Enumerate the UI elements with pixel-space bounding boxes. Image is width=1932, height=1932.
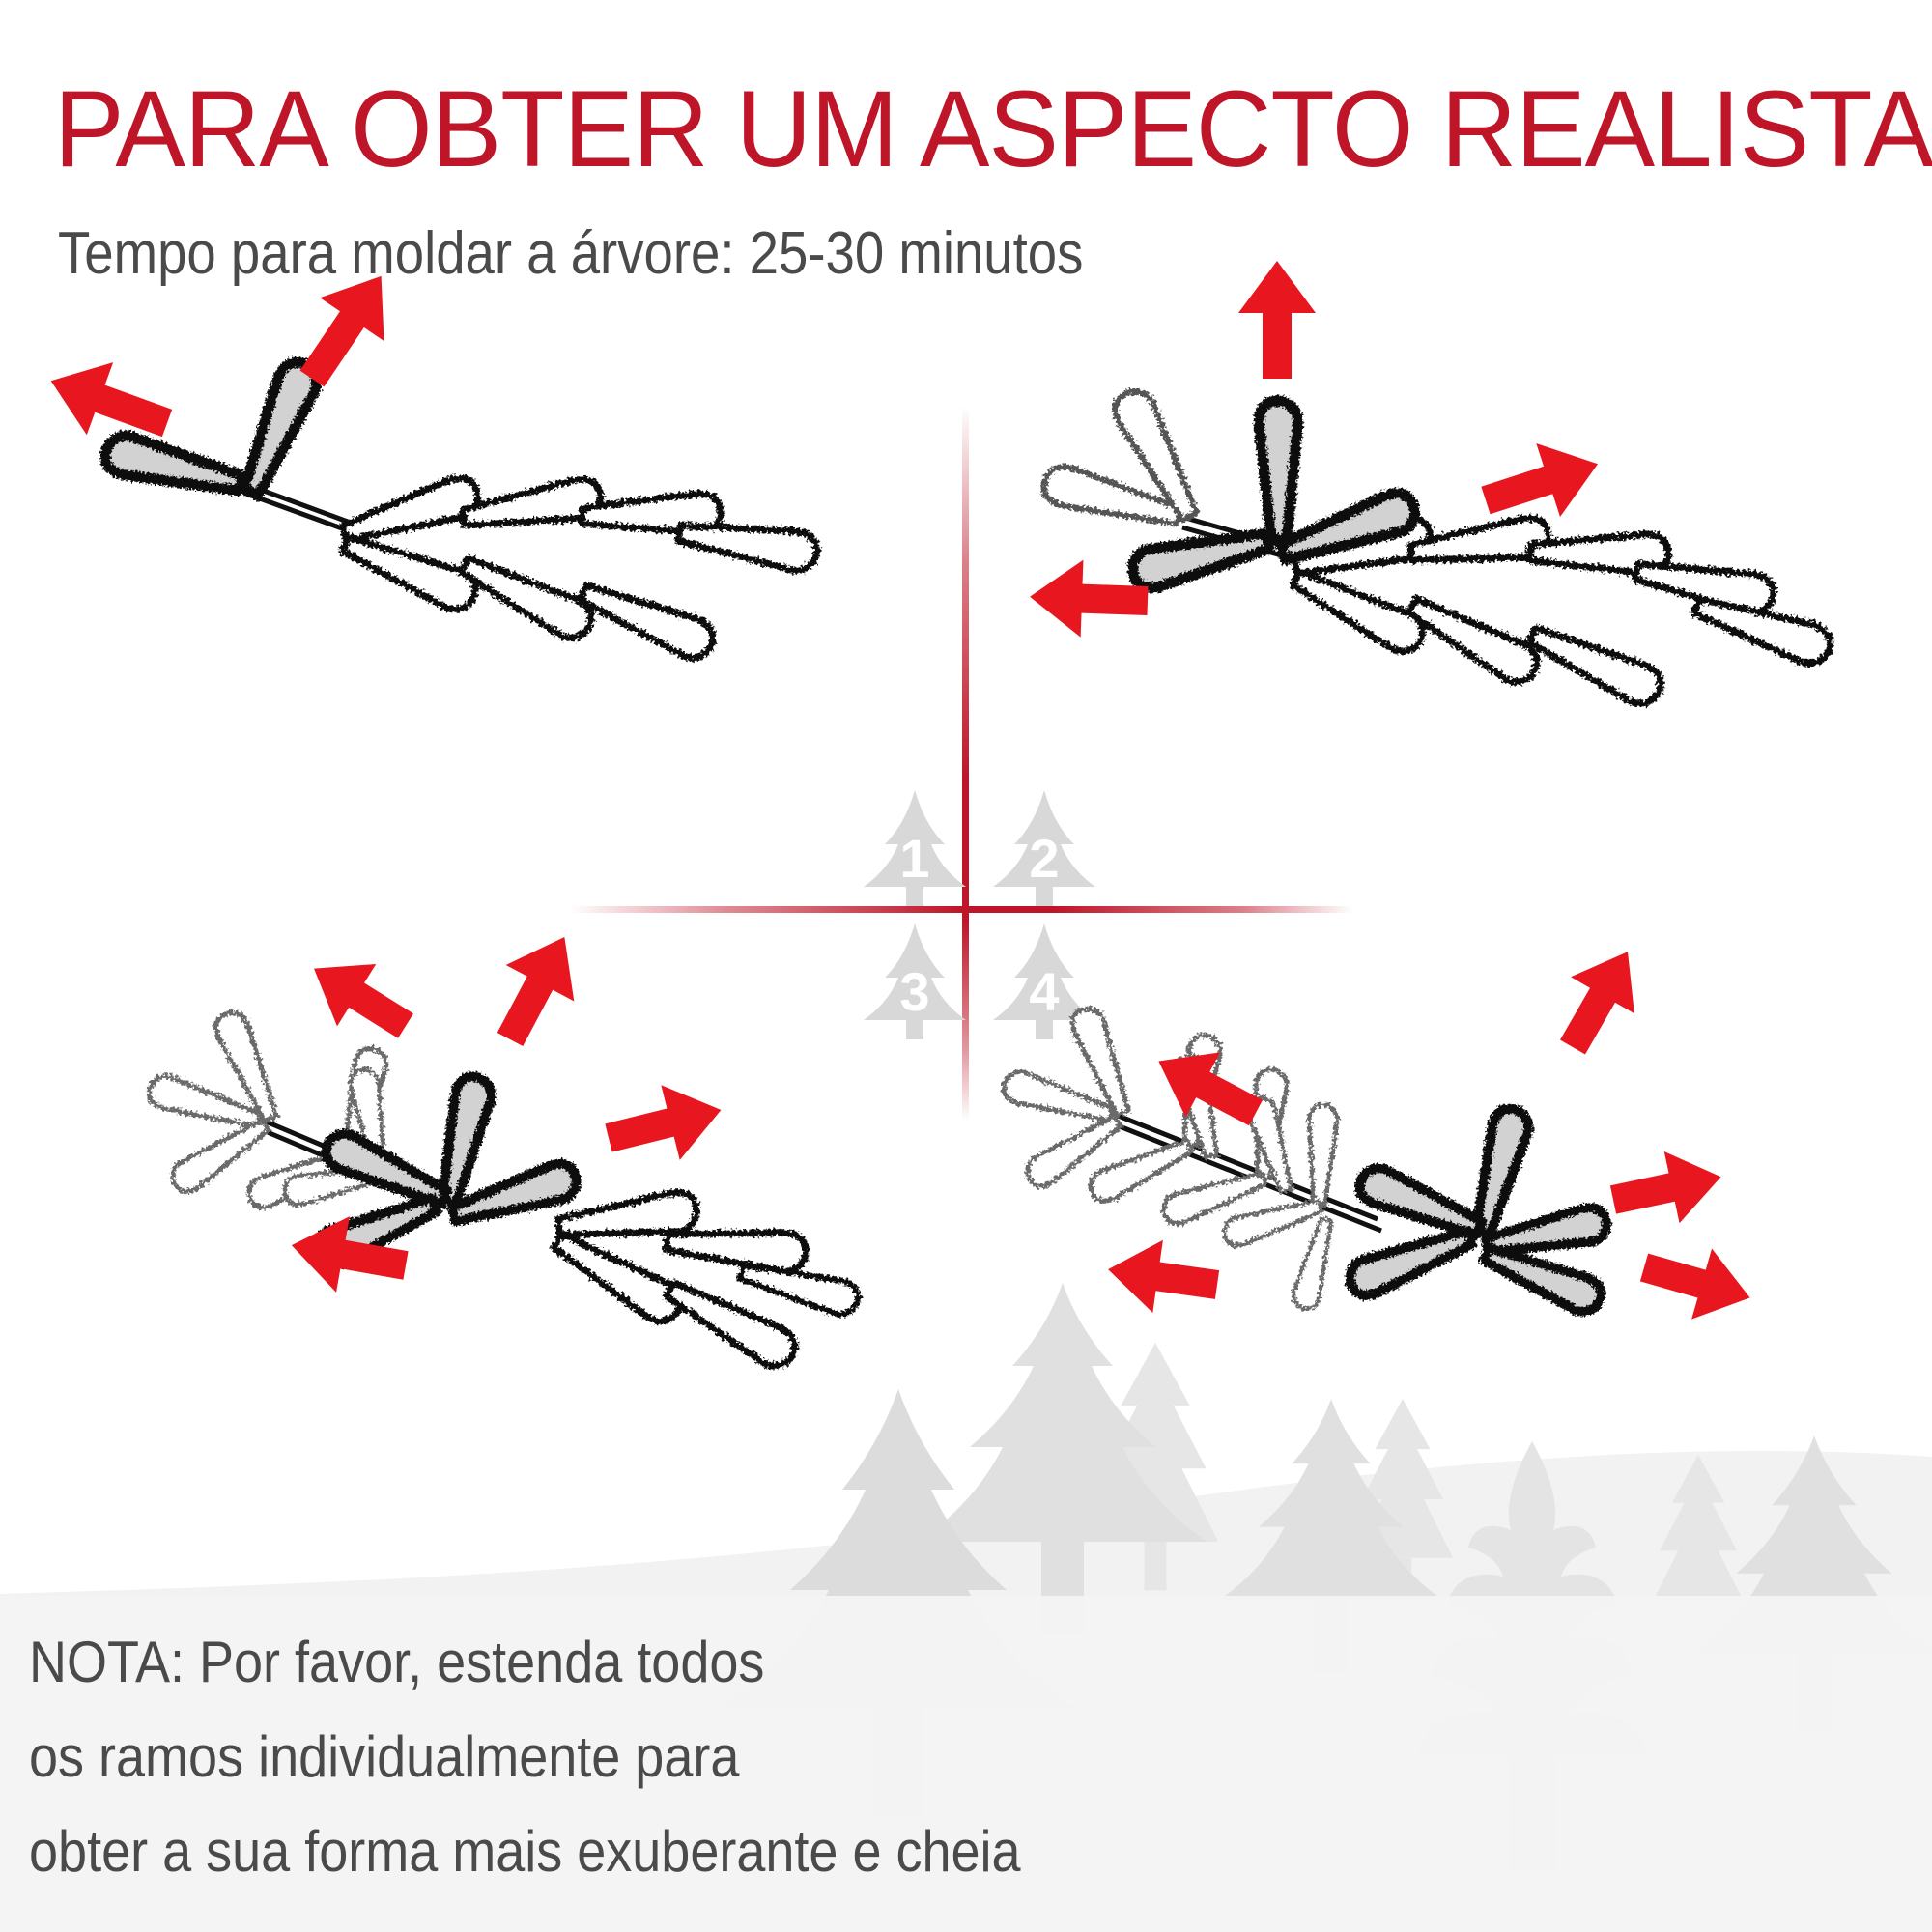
page-subtitle: Tempo para moldar a árvore: 25-30 minuto… bbox=[58, 220, 1084, 287]
arrow-up-left bbox=[314, 963, 413, 1038]
arrow-group bbox=[1030, 261, 1599, 638]
tree-marker-icon bbox=[993, 790, 1095, 906]
arrow-right bbox=[1609, 1151, 1721, 1224]
arrow-up bbox=[1238, 261, 1316, 379]
branch-cluster-inactive bbox=[551, 1191, 862, 1374]
branch-cluster-inactive bbox=[338, 474, 820, 665]
note-line-1: NOTA: Por favor, estenda todos bbox=[29, 1630, 765, 1694]
arrow-right bbox=[1481, 442, 1599, 518]
header: PARA OBTER UM ASPECTO REALISTA Tempo par… bbox=[0, 0, 1932, 309]
page-title: PARA OBTER UM ASPECTO REALISTA bbox=[54, 69, 1932, 189]
step-3-illustration bbox=[145, 937, 889, 1478]
arrow-up-right bbox=[497, 937, 575, 1047]
quadrant-marker-2: 2 bbox=[987, 784, 1101, 908]
quadrant-marker-4-number: 4 bbox=[1029, 961, 1060, 1022]
branch-active-group bbox=[1346, 1104, 1609, 1318]
arrow-group bbox=[50, 275, 384, 438]
arrow-up-left bbox=[1158, 1052, 1264, 1126]
branch-active-2 bbox=[100, 431, 244, 509]
arrow-left bbox=[291, 1216, 409, 1293]
branch-cluster-folded bbox=[145, 1009, 390, 1212]
quadrant-marker-4: 4 bbox=[987, 918, 1101, 1041]
branch-active-1 bbox=[1253, 400, 1299, 540]
note-panel: NOTA: Por favor, estenda todos os ramos … bbox=[0, 1596, 1932, 1932]
quadrant-marker-3-number: 3 bbox=[899, 961, 930, 1022]
quadrant-marker-2-number: 2 bbox=[1029, 828, 1060, 889]
branch-cluster-inactive bbox=[1290, 516, 1835, 711]
note-text: NOTA: Por favor, estenda todos os ramos … bbox=[29, 1615, 1385, 1899]
quadrant-marker-1-number: 1 bbox=[899, 828, 930, 889]
divider-vertical bbox=[962, 406, 969, 1121]
branch-active-3 bbox=[1129, 528, 1272, 591]
divider-horizontal bbox=[570, 906, 1352, 913]
arrow-up-left bbox=[50, 362, 173, 438]
step-1-illustration bbox=[50, 275, 855, 831]
tree-marker-icon bbox=[864, 923, 966, 1039]
note-line-2: os ramos individualmente para bbox=[29, 1724, 740, 1789]
quadrant-marker-1: 1 bbox=[858, 784, 972, 908]
tree-marker-icon bbox=[993, 923, 1095, 1039]
arrow-group bbox=[1108, 952, 1750, 1320]
note-line-3: obter a sua forma mais exuberante e chei… bbox=[29, 1819, 1021, 1884]
arrow-up-right bbox=[299, 275, 384, 387]
branch-active-group bbox=[100, 356, 324, 508]
arrow-left bbox=[1030, 559, 1149, 638]
arrow-left-down bbox=[1108, 1239, 1220, 1314]
step-2-illustration bbox=[1024, 261, 1874, 840]
branch-cluster-folded bbox=[1039, 384, 1202, 541]
quadrant-marker-3: 3 bbox=[858, 918, 972, 1041]
arrow-up-right bbox=[1560, 952, 1634, 1055]
arrow-right bbox=[605, 1085, 722, 1160]
arrow-right-down bbox=[1639, 1248, 1750, 1320]
tree-marker-icon bbox=[864, 790, 966, 906]
branch-active-4 bbox=[1346, 1226, 1478, 1299]
step-4-illustration bbox=[995, 952, 1864, 1488]
arrow-group bbox=[291, 937, 722, 1293]
